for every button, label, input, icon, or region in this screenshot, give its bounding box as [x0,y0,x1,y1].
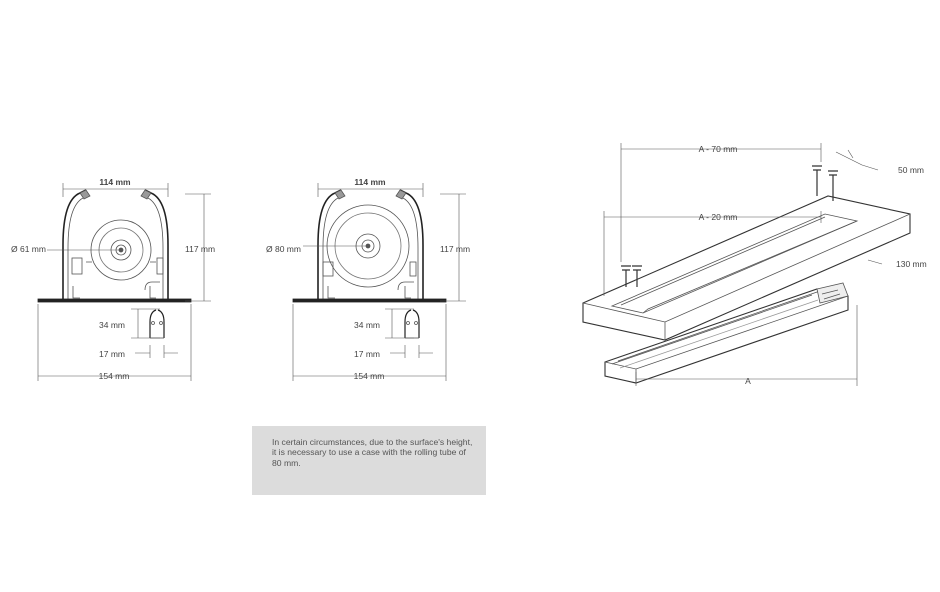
left-dimension-lines [37,183,211,381]
center-total-width-label: 154 mm [354,371,385,381]
left-height-label: 117 mm [185,244,215,254]
iso-labels: A - 70 mm A - 20 mm 50 mm 130 mm A [699,144,927,386]
center-height-label: 117 mm [440,244,470,254]
iso-case [604,282,849,384]
left-total-width-label: 154 mm [99,371,130,381]
note-text: In certain circumstances, due to the sur… [272,437,473,468]
inner-length-label: A - 20 mm [699,212,738,222]
center-tube-diameter-label: Ø 80 mm [266,244,301,254]
center-dimension-lines [292,183,466,381]
width-label: 130 mm [896,259,927,269]
note-box: In certain circumstances, due to the sur… [252,426,486,495]
center-slot-width-label: 17 mm [354,349,380,359]
center-section-drawing [292,189,447,339]
left-slot-width-label: 17 mm [99,349,125,359]
center-section-labels: 114 mm Ø 80 mm 117 mm 34 mm 17 mm 154 mm [266,177,470,381]
left-slot-height-label: 34 mm [99,320,125,330]
iso-dimension-lines [603,143,883,386]
center-top-width-label: 114 mm [354,177,386,187]
outer-length-label: A - 70 mm [699,144,738,154]
side-offset-label: 50 mm [898,165,924,175]
case-length-label: A [745,376,751,386]
iso-panel [582,165,911,341]
left-top-width-label: 114 mm [99,177,131,187]
left-section-drawing [37,189,192,339]
left-section-labels: 114 mm Ø 61 mm 117 mm 34 mm 17 mm 154 mm [11,177,215,381]
center-slot-height-label: 34 mm [354,320,380,330]
left-tube-diameter-label: Ø 61 mm [11,244,46,254]
